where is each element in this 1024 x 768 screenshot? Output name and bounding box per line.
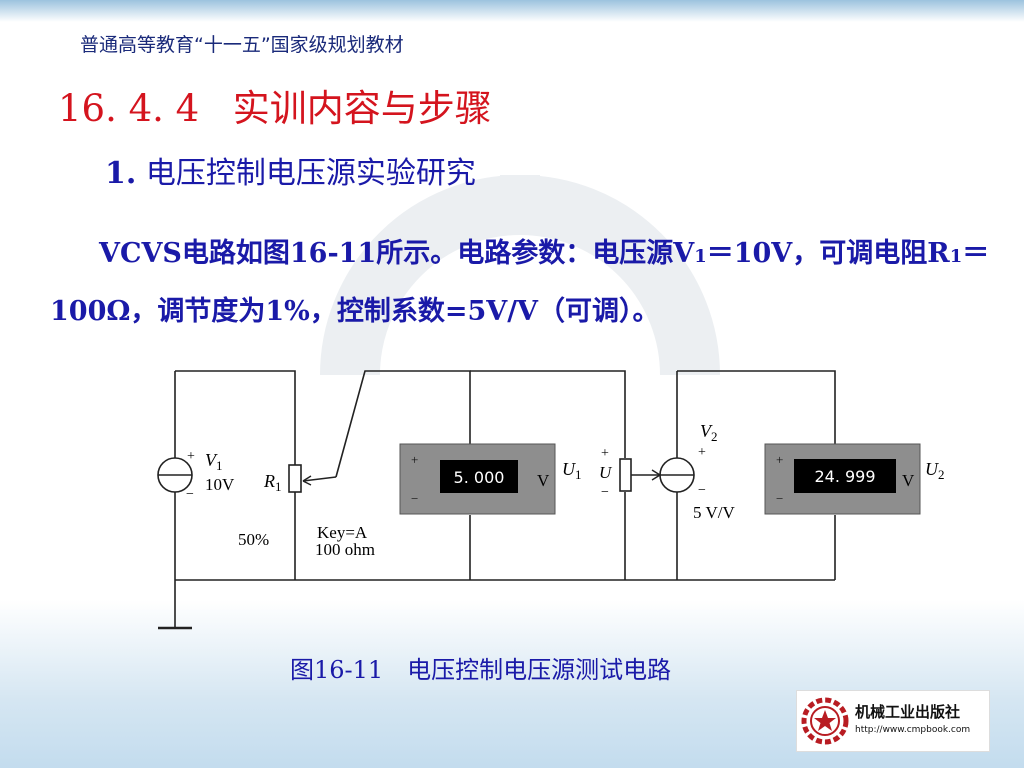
wire-top-left [175, 370, 296, 465]
control-plus: + [601, 446, 609, 461]
gear-watermark-icon [320, 175, 720, 375]
v2-minus: − [698, 483, 706, 498]
v1-name: V1 [205, 450, 223, 473]
subsection-number: 1. [105, 156, 137, 191]
meter2-reading: 24. 999 [814, 467, 875, 486]
u1-label: U1 [562, 459, 582, 482]
v2-controlled-source-symbol [659, 457, 695, 493]
r1-percent: 50% [238, 530, 269, 549]
figure-caption: 图16-11 电压控制电压源测试电路 [290, 656, 672, 684]
top-gradient-band [0, 0, 1024, 22]
control-minus: − [601, 485, 609, 500]
para-v1-sub: 1 [694, 246, 707, 267]
para-part-4: ＝100Ω，调节度为1%，控制系数=5V/V（可调）。 [50, 238, 990, 327]
meter1-plus: + [411, 452, 418, 467]
publisher-name: 机械工业出版社 [855, 703, 961, 721]
para-r1-sub: 1 [949, 246, 963, 267]
para-fig-ref: 16-11 [289, 238, 377, 269]
series-title: 普通高等教育“十一五”国家级规划教材 [80, 34, 404, 56]
v2-gain: 5 V/V [693, 503, 735, 522]
section-number: 16. 4. 4 [58, 87, 200, 130]
meter2-unit: V [902, 471, 915, 490]
meter1-reading: 5. 000 [454, 468, 505, 487]
wire-control-top [470, 370, 626, 458]
v1-value: 10V [205, 475, 235, 494]
voltmeter-u1 [399, 443, 556, 515]
section-heading: 16. 4. 4 实训内容与步骤 [58, 78, 492, 132]
meter1-minus: − [411, 491, 418, 506]
subsection-heading: 1. 电压控制电压源实验研究 [105, 148, 476, 192]
body-paragraph: VCVS电路如图16-11所示。电路参数：电压源V1＝10V，可调电阻R1＝10… [50, 226, 995, 339]
publisher-emblem-icon [801, 697, 849, 745]
wire-right-top [677, 370, 836, 444]
publisher-url: http://www.cmpbook.com [855, 725, 971, 735]
v1-source-symbol [157, 457, 193, 493]
r1-key: Key=A [317, 523, 368, 542]
section-title: 实训内容与步骤 [232, 87, 492, 130]
r1-resistance: 100 ohm [315, 540, 375, 559]
meter1-unit: V [537, 471, 550, 490]
r1-potentiometer-symbol [288, 464, 337, 493]
para-part-1: VCVS电路如图 [99, 238, 290, 269]
v2-name: V2 [700, 421, 718, 444]
meter2-plus: + [776, 452, 783, 467]
vcvs-circuit-diagram: + − V1 10V R1 50% Key=A 100 ohm 5. 000 V… [157, 370, 945, 630]
r1-name: R1 [263, 471, 282, 494]
publisher-logo: 机械工业出版社 http://www.cmpbook.com [796, 690, 990, 752]
vcvs-control-port [619, 458, 661, 492]
v2-plus: + [698, 445, 706, 460]
u2-label: U2 [925, 459, 945, 482]
control-label: U [599, 463, 613, 482]
wire-wiper [335, 370, 471, 478]
voltmeter-u2 [764, 443, 921, 515]
para-part-2: 所示。电路参数：电压源V [376, 238, 695, 269]
meter2-minus: − [776, 491, 783, 506]
para-part-3: ＝10V，可调电阻R [706, 238, 950, 269]
v1-minus: − [186, 487, 194, 502]
subsection-title: 电压控制电压源实验研究 [145, 156, 476, 191]
v1-plus: + [187, 449, 195, 464]
